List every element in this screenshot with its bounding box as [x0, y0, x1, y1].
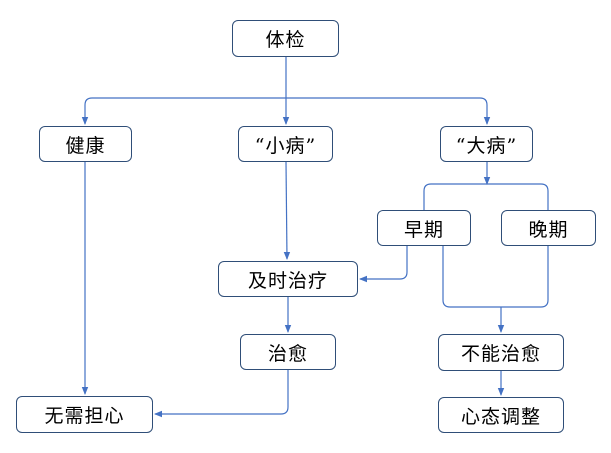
edge-dabing-to-wanqi [487, 183, 549, 210]
node-zaoqi: 早期 [377, 210, 471, 246]
node-label: “小病” [254, 134, 317, 157]
node-label: 治愈 [267, 342, 308, 365]
node-label: 无需担心 [44, 405, 125, 427]
node-label: 晚期 [528, 218, 569, 241]
node-xiaobing: “小病” [238, 126, 333, 162]
node-jiankang: 健康 [39, 126, 132, 162]
edge-dabing-to-zaoqi [423, 183, 487, 210]
node-label: 健康 [65, 134, 106, 157]
edge-zaoqi-to-buneng [442, 246, 501, 308]
node-label: 及时治疗 [247, 269, 328, 292]
node-tijian: 体检 [232, 20, 339, 57]
node-label: 体检 [265, 29, 306, 51]
node-label: 心态调整 [460, 405, 541, 428]
node-dabing: “大病” [440, 126, 533, 162]
node-label: 不能治愈 [460, 343, 541, 365]
edge-tijian-to-dabing [286, 97, 491, 125]
node-wanqi: 晚期 [501, 210, 596, 246]
node-jishi-zhiliao: 及时治疗 [218, 261, 358, 297]
node-label: “大病” [455, 134, 518, 157]
node-buneng-zhiyu: 不能治愈 [438, 334, 564, 371]
edge-wanqi-to-buneng [501, 246, 549, 308]
node-label: 早期 [403, 218, 444, 241]
node-wuxu-danxin: 无需担心 [16, 396, 153, 433]
node-xintai-tiaozheng: 心态调整 [438, 397, 564, 433]
edge-tijian-to-jiankang [81, 97, 286, 125]
edge-zhiyu-to-wuxu [154, 370, 289, 418]
edge-zaoqi-to-jishi [359, 246, 408, 283]
edge-xiaobing-to-jishi [283, 161, 291, 260]
node-zhiyu: 治愈 [240, 334, 336, 370]
